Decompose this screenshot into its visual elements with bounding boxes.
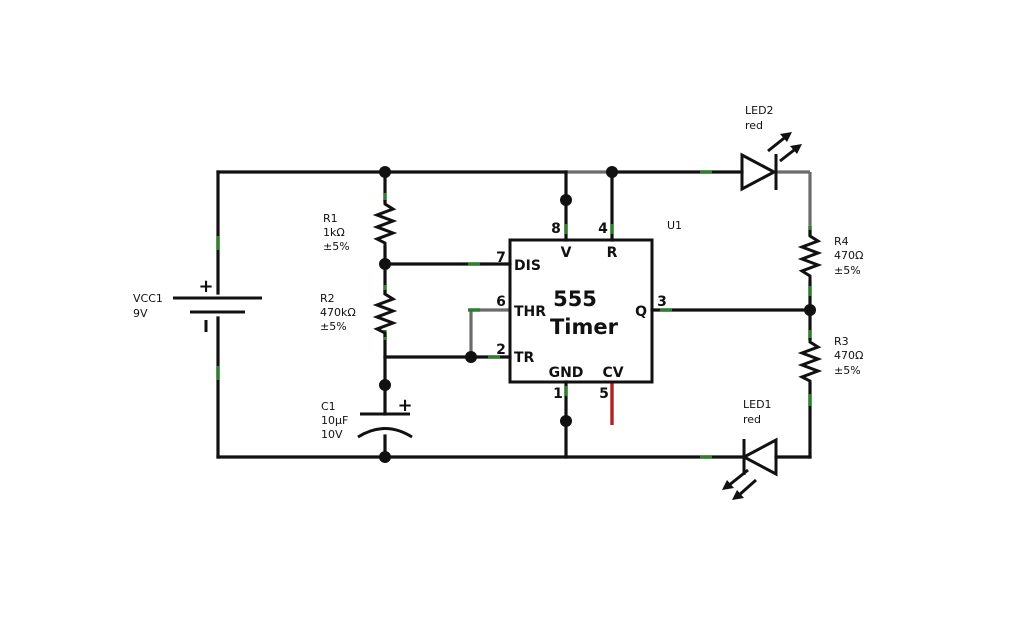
junction-dot: [560, 415, 572, 427]
pin-number-6: 6: [496, 294, 506, 310]
ic-body: [508, 238, 654, 384]
r2-zigzag: [372, 290, 398, 337]
led1-arrow-icon: [727, 468, 749, 488]
junction-dot: [379, 166, 391, 178]
led2-arrowhead-icon: [790, 144, 802, 154]
pin-number-7: 7: [496, 250, 506, 266]
pin-label-v: V: [561, 245, 572, 261]
led1-name: LED1: [743, 398, 772, 411]
pin-number-8: 8: [551, 221, 561, 237]
c1-voltage: 10V: [321, 428, 343, 441]
ic-title-line1: 555: [553, 287, 597, 311]
resistor-r3: R3 470Ω ±5%: [797, 335, 863, 384]
c1-name: C1: [321, 400, 336, 413]
r4-name: R4: [834, 235, 849, 248]
r1-value: 1kΩ: [323, 226, 345, 239]
resistor-r2: R2 470kΩ ±5%: [320, 290, 398, 337]
resistor-r4: R4 470Ω ±5%: [797, 230, 863, 282]
pin-number-1: 1: [553, 386, 563, 402]
pin-label-cv: CV: [602, 365, 623, 381]
junction-dot: [804, 304, 816, 316]
junction-dot: [606, 166, 618, 178]
r2-value: 470kΩ: [320, 306, 356, 319]
r1-name: R1: [323, 212, 338, 225]
pin-label-dis: DIS: [514, 258, 541, 274]
led2-arrowhead-icon: [780, 132, 792, 142]
junction-dot: [465, 351, 477, 363]
led2-triangle: [740, 152, 778, 192]
pin-number-3: 3: [657, 294, 667, 310]
battery-vcc1: + VCC1 9V: [133, 276, 262, 332]
ic-555-timer: 555 Timer U1 8 4 7 6 2 3 1 5 V R DIS THR…: [496, 219, 682, 402]
led2: LED2 red: [740, 104, 802, 192]
ic-title-line2: Timer: [550, 315, 619, 339]
vcc1-name: VCC1: [133, 292, 163, 305]
pin-label-r: R: [607, 245, 618, 261]
r3-value: 470Ω: [834, 349, 863, 362]
vcc1-value: 9V: [133, 307, 148, 320]
pin-number-5: 5: [599, 386, 609, 402]
led1-arrowhead-icon: [722, 480, 734, 490]
led2-name: LED2: [745, 104, 774, 117]
r1-tolerance: ±5%: [323, 240, 350, 253]
led1-triangle: [740, 437, 778, 477]
r4-tolerance: ±5%: [834, 264, 861, 277]
pin-label-gnd: GND: [549, 365, 584, 381]
pin-number-2: 2: [496, 342, 506, 358]
led2-color: red: [745, 119, 763, 132]
pin-label-thr: THR: [514, 304, 546, 320]
junctions: [379, 166, 816, 463]
r2-name: R2: [320, 292, 335, 305]
led1: LED1 red: [722, 398, 778, 500]
pin-label-q: Q: [635, 304, 647, 320]
c1-plate-curved: [357, 427, 413, 439]
resistor-r1: R1 1kΩ ±5%: [323, 200, 398, 253]
led1-arrowhead-icon: [732, 490, 744, 500]
r2-tolerance: ±5%: [320, 320, 347, 333]
junction-dot: [379, 379, 391, 391]
battery-plus-sign: +: [198, 276, 213, 297]
pin-number-4: 4: [598, 221, 608, 237]
led1-color: red: [743, 413, 761, 426]
capacitor-c1: + C1 10µF 10V: [321, 395, 413, 441]
ic-name: U1: [667, 219, 682, 232]
led1-arrow-icon: [737, 478, 757, 498]
pin-label-tr: TR: [514, 350, 535, 366]
c1-plus-sign: +: [397, 395, 412, 416]
r1-zigzag: [372, 200, 398, 247]
junction-dot: [560, 194, 572, 206]
r4-value: 470Ω: [834, 249, 863, 262]
r3-zigzag: [797, 338, 823, 384]
c1-value: 10µF: [321, 414, 348, 427]
junction-dot: [379, 451, 391, 463]
r4-zigzag: [797, 230, 823, 282]
r3-name: R3: [834, 335, 849, 348]
r3-tolerance: ±5%: [834, 364, 861, 377]
junction-dot: [379, 258, 391, 270]
